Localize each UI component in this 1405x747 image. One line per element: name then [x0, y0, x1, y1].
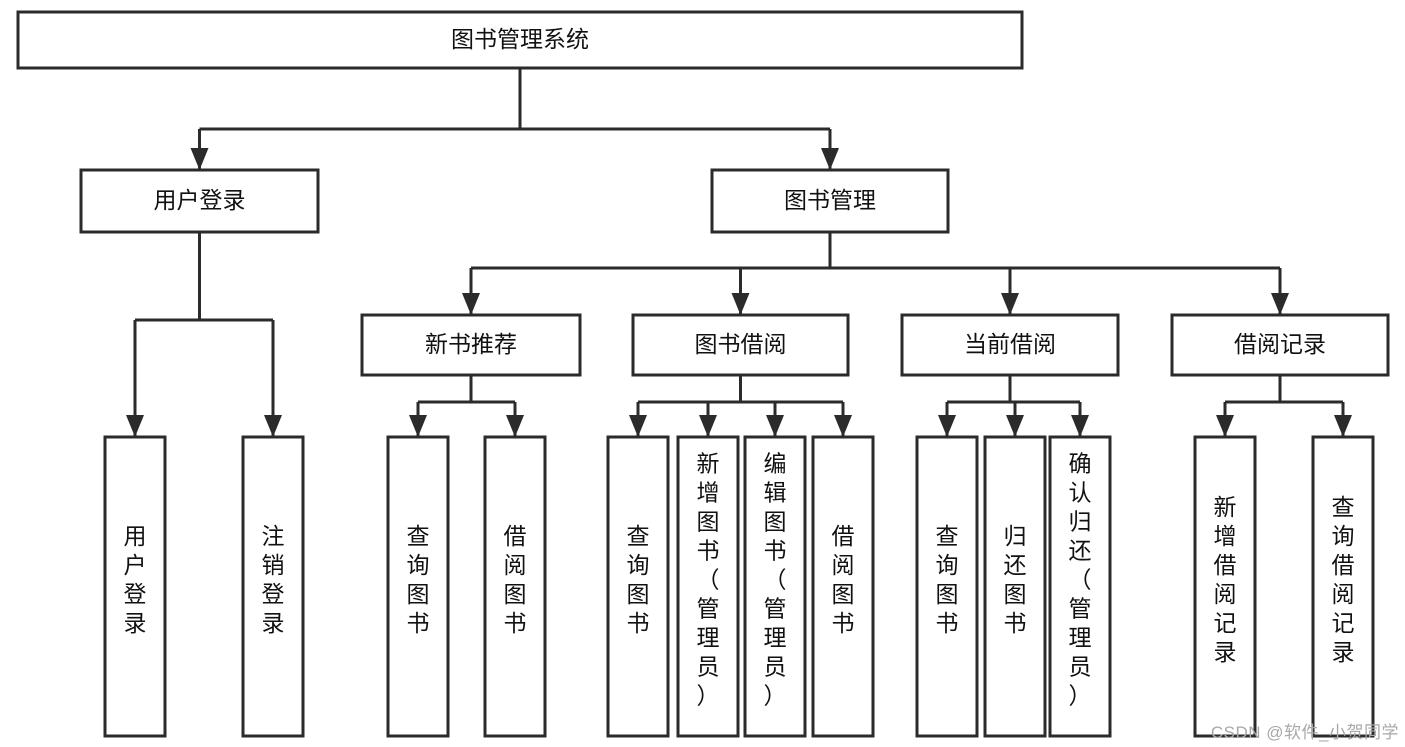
node-label: 图书借阅 — [695, 331, 787, 357]
node-box[interactable] — [1193, 435, 1257, 738]
node-label: 查询借阅记录 — [1332, 494, 1355, 665]
edge-group-root — [190, 68, 839, 170]
node-root-图书管理系统[interactable]: 图书管理系统 — [16, 10, 1024, 70]
node-label: 新书推荐 — [425, 331, 517, 357]
arrow-head-icon — [1216, 415, 1234, 437]
node-box[interactable] — [103, 435, 167, 738]
node-label: 查询图书 — [407, 523, 430, 636]
node-box[interactable] — [386, 435, 450, 738]
csdn-watermark: CSDN @软件_小贺同学 — [1210, 723, 1399, 742]
edge-group-book-manage — [462, 232, 1289, 315]
node-label: 借阅图书 — [504, 523, 527, 636]
node-box[interactable] — [915, 435, 979, 738]
node-label: 归还图书 — [1004, 523, 1027, 636]
node-box[interactable] — [606, 435, 670, 738]
node-leaf-user-login[interactable]: 用户登录 — [103, 435, 167, 738]
node-box[interactable] — [1048, 435, 1112, 738]
node-box[interactable] — [631, 313, 850, 377]
arrow-head-icon — [1006, 415, 1024, 437]
node-box[interactable] — [1170, 313, 1390, 377]
node-leaf-confirm-return[interactable]: 确认归还（管理员） — [1048, 435, 1112, 738]
arrow-head-icon — [190, 148, 209, 170]
node-label: 注销登录 — [262, 523, 285, 636]
node-label: 新增借阅记录 — [1214, 494, 1237, 665]
node-leaf-edit-book[interactable]: 编辑图书（管理员） — [743, 435, 807, 738]
arrow-head-icon — [506, 415, 524, 437]
node-box[interactable] — [676, 435, 740, 738]
edge-group-user-login — [126, 232, 282, 437]
arrow-head-icon — [126, 415, 144, 437]
node-label: 图书管理系统 — [451, 26, 589, 52]
arrow-head-icon — [821, 148, 839, 170]
edge-group-borrow-record — [1216, 375, 1352, 437]
node-label: 新增图书（管理员） — [697, 451, 720, 709]
node-leaf-add-book[interactable]: 新增图书（管理员） — [676, 435, 740, 738]
node-label: 借阅记录 — [1234, 331, 1326, 357]
arrow-head-icon — [731, 293, 750, 315]
arrow-head-icon — [1001, 293, 1019, 315]
node-leaf-logout[interactable]: 注销登录 — [241, 435, 305, 738]
connector-layer — [126, 68, 1352, 437]
node-leaf-add-record[interactable]: 新增借阅记录 — [1193, 435, 1257, 738]
arrow-head-icon — [1071, 415, 1089, 437]
arrow-head-icon — [264, 415, 282, 437]
node-box[interactable] — [983, 435, 1047, 738]
node-box[interactable] — [743, 435, 807, 738]
node-box[interactable] — [811, 435, 875, 738]
node-box[interactable] — [241, 435, 305, 738]
edge-group-new-book-recommend — [409, 375, 524, 437]
node-label: 确认归还（管理员） — [1069, 451, 1092, 709]
node-leaf-return-book[interactable]: 归还图书 — [983, 435, 1047, 738]
node-leaf-query-book-2[interactable]: 查询图书 — [606, 435, 670, 738]
node-current-borrow[interactable]: 当前借阅 — [900, 313, 1120, 377]
arrow-head-icon — [938, 415, 956, 437]
node-box[interactable] — [1311, 435, 1375, 738]
arrow-head-icon — [1271, 293, 1289, 315]
arrow-head-icon — [766, 415, 784, 437]
node-label: 当前借阅 — [964, 331, 1056, 357]
node-label: 查询图书 — [936, 523, 959, 636]
node-borrow-record[interactable]: 借阅记录 — [1170, 313, 1390, 377]
node-leaf-query-book-1[interactable]: 查询图书 — [386, 435, 450, 738]
node-box[interactable] — [16, 10, 1024, 70]
arrow-head-icon — [834, 415, 852, 437]
node-leaf-query-book-3[interactable]: 查询图书 — [915, 435, 979, 738]
arrow-head-icon — [462, 293, 480, 315]
node-box[interactable] — [483, 435, 547, 738]
node-leaf-borrow-book-2[interactable]: 借阅图书 — [811, 435, 875, 738]
edge-group-current-borrow — [938, 375, 1089, 437]
arrow-head-icon — [1334, 415, 1352, 437]
node-leaf-borrow-book-1[interactable]: 借阅图书 — [483, 435, 547, 738]
node-book-manage[interactable]: 图书管理 — [710, 168, 950, 234]
node-book-borrow[interactable]: 图书借阅 — [631, 313, 850, 377]
node-box[interactable] — [79, 168, 320, 234]
node-box[interactable] — [360, 313, 582, 377]
node-layer: 图书管理系统用户登录图书管理新书推荐图书借阅当前借阅借阅记录用户登录注销登录查询… — [16, 10, 1390, 738]
arrow-head-icon — [629, 415, 647, 437]
edge-group-book-borrow — [629, 375, 852, 437]
node-new-book-recommend[interactable]: 新书推荐 — [360, 313, 582, 377]
node-box[interactable] — [710, 168, 950, 234]
node-box[interactable] — [900, 313, 1120, 377]
node-label: 用户登录 — [124, 523, 147, 636]
node-label: 用户登录 — [154, 187, 246, 213]
node-leaf-query-record[interactable]: 查询借阅记录 — [1311, 435, 1375, 738]
arrow-head-icon — [409, 415, 427, 437]
node-label: 借阅图书 — [832, 523, 855, 636]
node-label: 查询图书 — [627, 523, 650, 636]
arrow-head-icon — [699, 415, 717, 437]
node-label: 编辑图书（管理员） — [764, 451, 787, 709]
node-label: 图书管理 — [784, 187, 876, 213]
node-user-login[interactable]: 用户登录 — [79, 168, 320, 234]
